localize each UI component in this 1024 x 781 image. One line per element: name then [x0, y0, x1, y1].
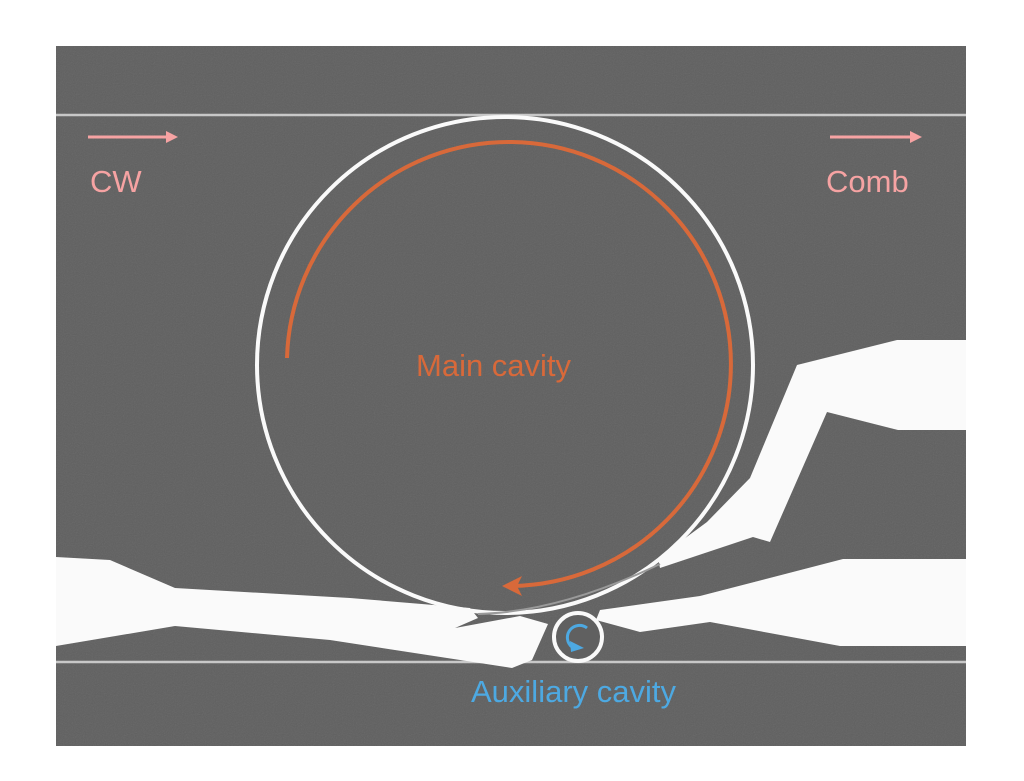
- left-electrode: [56, 557, 548, 668]
- main-cavity-arrow: [285, 140, 733, 588]
- main-cavity-arrowhead: [502, 576, 522, 596]
- auxiliary-cavity-label: Auxiliary cavity: [471, 674, 676, 709]
- coupling-waveguide: [477, 563, 661, 615]
- comb-label: Comb: [826, 164, 909, 199]
- auxiliary-cavity-arrow: [565, 623, 588, 649]
- auxiliary-ring-resonator: [552, 611, 604, 663]
- right-upper-electrode: [658, 340, 966, 568]
- auxiliary-cavity-arrowhead: [570, 641, 584, 652]
- cw-label: CW: [90, 164, 142, 199]
- comb-arrow-icon: [830, 131, 922, 143]
- right-lower-electrode: [596, 559, 966, 646]
- cw-arrow-icon: [88, 131, 178, 143]
- main-cavity-label: Main cavity: [416, 348, 572, 383]
